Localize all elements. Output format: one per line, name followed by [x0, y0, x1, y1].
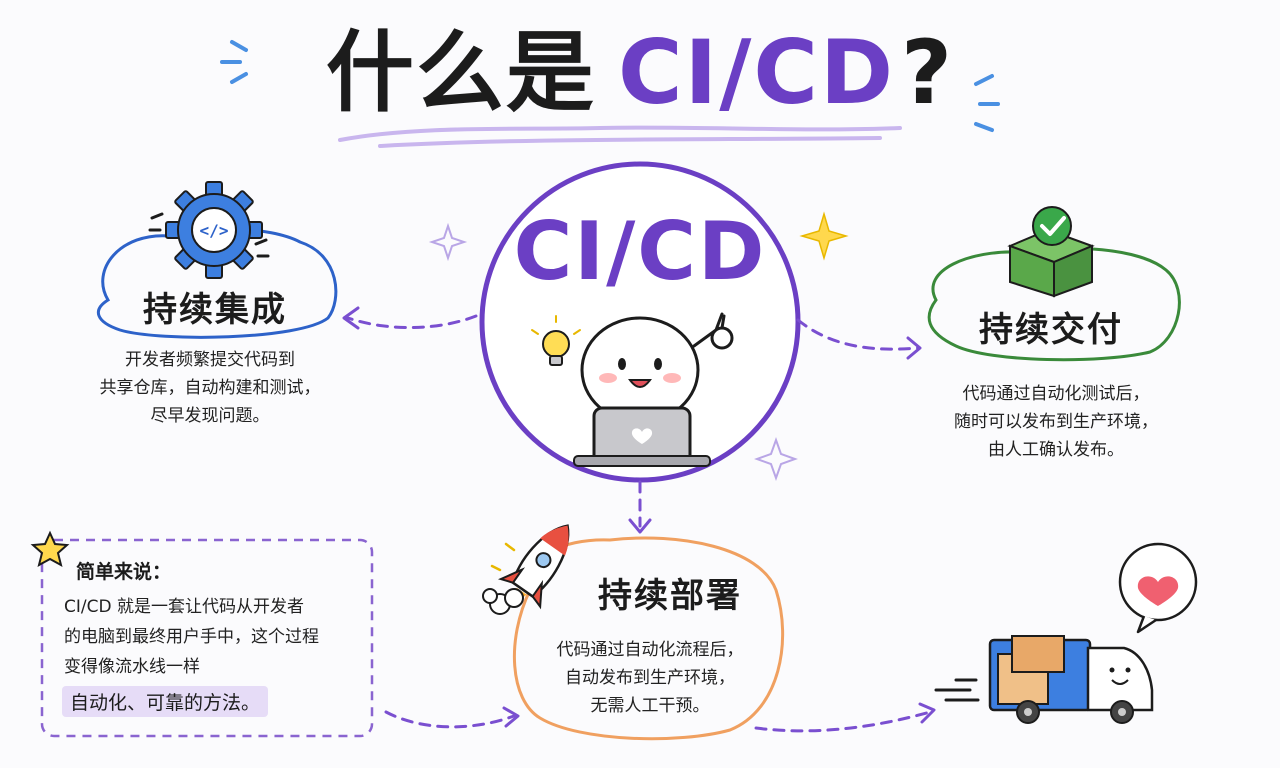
- mascot-laptop-icon: [573, 312, 734, 467]
- deploy-title: 持续部署: [598, 576, 742, 616]
- summary-box: [40, 538, 374, 738]
- summary-title: 简单来说：: [76, 561, 172, 583]
- arrowhead-truck: [918, 702, 936, 724]
- rocket-motion-lines: [490, 542, 516, 572]
- sparkle-star-yellow: [799, 211, 849, 261]
- delivery-truck-icon: [988, 635, 1154, 724]
- arrowhead-ci: [342, 306, 360, 330]
- deploy-outline: [512, 536, 785, 741]
- svg-text:</>: </>: [200, 221, 229, 240]
- sparkle-star-outline-2: [754, 437, 798, 481]
- title-sparkle-right: [974, 74, 1000, 132]
- title-sparkle-left: [220, 40, 248, 84]
- gear-code-icon: </>: [165, 181, 263, 279]
- arrow-to-delivery: [796, 318, 920, 351]
- title-underline: [338, 125, 902, 148]
- title-prefix: 什么是: [325, 21, 596, 124]
- heart-bubble-icon: [1118, 542, 1198, 634]
- arrowhead-summary: [502, 706, 520, 728]
- truck-motion-lines: [934, 678, 980, 702]
- summary-highlight: 自动化、可靠的方法。: [62, 686, 269, 717]
- center-label: CI/CD: [513, 205, 767, 298]
- ci-description: 开发者频繁提交代码到 共享仓库，自动构建和测试， 尽早发现问题。: [99, 350, 321, 426]
- arrow-to-ci: [346, 314, 478, 329]
- ci-outline: [96, 227, 338, 339]
- ci-title: 持续集成: [143, 290, 287, 330]
- delivery-title: 持续交付: [979, 310, 1123, 350]
- checked-box-icon: [1007, 206, 1095, 298]
- star-icon: [30, 530, 70, 567]
- title-highlight: CI/CD: [617, 21, 896, 124]
- arrowhead-deploy: [628, 518, 652, 534]
- delivery-outline: [927, 246, 1181, 362]
- lightbulb-icon: [531, 315, 581, 366]
- delivery-description: 代码通过自动化测试后， 随时可以发布到生产环境， 由人工确认发布。: [954, 384, 1158, 460]
- arrowhead-delivery: [906, 336, 922, 360]
- deploy-description: 代码通过自动化流程后， 自动发布到生产环境， 无需人工干预。: [556, 640, 744, 716]
- sparkle-star-outline: [428, 222, 468, 262]
- arrow-deploy-to-truck: [754, 710, 932, 733]
- arrow-summary-to-deploy: [384, 710, 516, 729]
- gear-motion-lines: [148, 212, 270, 258]
- summary-body: CI/CD 就是一套让代码从开发者 的电脑到最终用户手中，这个过程 变得像流水线…: [64, 597, 319, 677]
- rocket-smoke: [482, 588, 524, 615]
- title-suffix: ?: [901, 21, 955, 124]
